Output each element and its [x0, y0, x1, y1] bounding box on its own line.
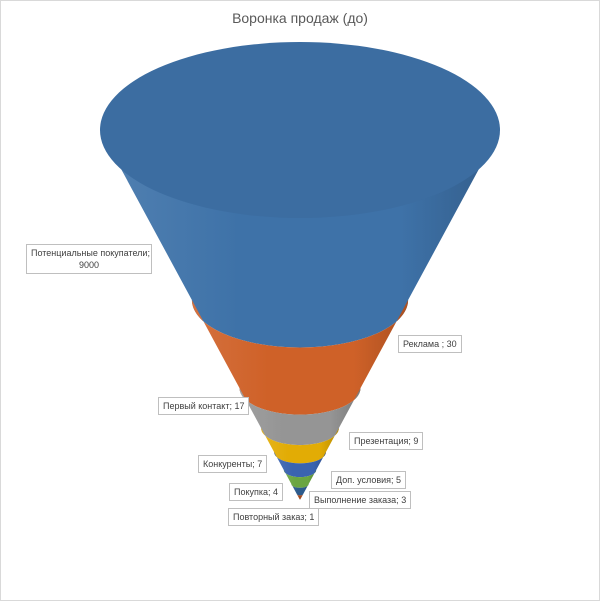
- data-label-9: Повторный заказ; 1: [228, 508, 320, 527]
- funnel-segment-2: [191, 300, 409, 415]
- data-label-2: Реклама ; 30: [398, 335, 462, 354]
- data-label-text: Первый контакт; 17: [163, 401, 245, 411]
- funnel-segment-5: [274, 452, 326, 478]
- data-label-text: Реклама ; 30: [403, 339, 457, 349]
- funnel-top-surface: [100, 42, 500, 218]
- data-label-8: Выполнение заказа; 3: [309, 491, 412, 510]
- data-label-text: Презентация; 9: [354, 436, 419, 446]
- funnel-segment-9: [299, 499, 301, 500]
- funnel-segment-7: [291, 484, 309, 496]
- funnel-segment-3: [239, 388, 361, 446]
- data-label-text: Повторный заказ; 1: [233, 512, 315, 522]
- chart-title: Воронка продаж (до): [232, 10, 368, 26]
- funnel-segment-8: [296, 494, 304, 500]
- data-label-7: Покупка; 4: [229, 483, 284, 502]
- data-label-text: Покупка; 4: [234, 487, 279, 497]
- data-label-value: 9000: [78, 260, 100, 271]
- data-label-6: Доп. условия; 5: [331, 471, 407, 490]
- data-label-5: Конкуренты; 7: [198, 455, 268, 474]
- data-label-text: Конкуренты; 7: [203, 459, 263, 469]
- data-label-text: Доп. условия; 5: [336, 475, 402, 485]
- data-label-4: Презентация; 9: [349, 432, 424, 451]
- data-label-text: Потенциальные покупатели;: [31, 248, 150, 258]
- data-label-1: Потенциальные покупатели; 9000: [26, 244, 152, 275]
- funnel-segment-4: [261, 428, 339, 464]
- data-label-3: Первый контакт; 17: [158, 397, 250, 416]
- funnel-segment-6: [283, 470, 317, 488]
- data-label-text: Выполнение заказа; 3: [314, 495, 407, 505]
